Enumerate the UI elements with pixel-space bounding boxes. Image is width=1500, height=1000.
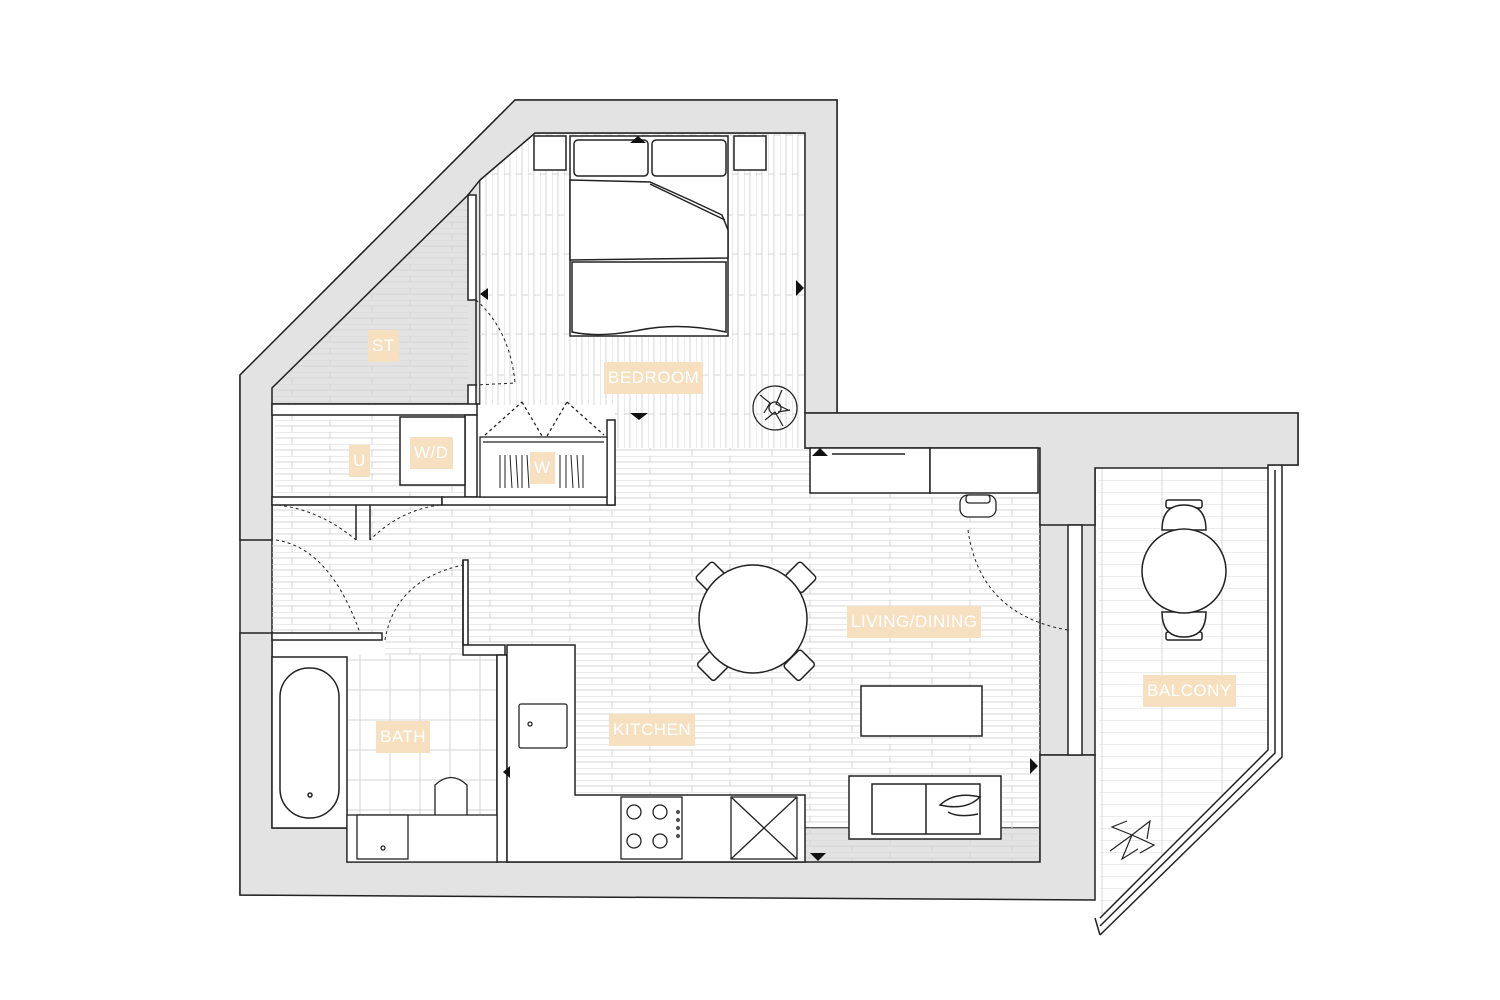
desk-unit: [809, 447, 1039, 494]
room-label-u: U: [349, 445, 370, 477]
double-bed-icon: [533, 135, 767, 337]
room-label-bedroom: BEDROOM: [604, 362, 704, 394]
sink-icon: [518, 703, 568, 749]
room-label-wd: W/D: [410, 437, 453, 469]
plant-icon: [1109, 819, 1156, 861]
room-label-w: W: [530, 452, 555, 484]
room-label-living-dining: LIVING/DINING: [847, 606, 982, 638]
room-label-kitchen: KITCHEN: [609, 714, 696, 746]
doors: [355, 300, 477, 645]
desk-chair-icon: [959, 494, 997, 518]
room-label-balcony: BALCONY: [1143, 675, 1236, 707]
door-swing-icon: [275, 299, 1069, 641]
basin-icon: [346, 814, 498, 863]
room-label-st: ST: [368, 330, 399, 362]
room-label-bath: BATH: [376, 721, 431, 753]
elevation-marker-icon: [480, 136, 1038, 861]
balcony-rail: [1094, 465, 1283, 936]
sofa-icon: [848, 775, 1002, 840]
dining-table-icon: [695, 561, 817, 682]
fridge-icon: [730, 796, 798, 860]
balcony-table-icon: [1141, 499, 1227, 641]
plant-icon: [752, 385, 798, 431]
bathtub-icon: [271, 656, 348, 829]
hob-icon: [620, 796, 683, 860]
coffee-table: [860, 685, 983, 737]
